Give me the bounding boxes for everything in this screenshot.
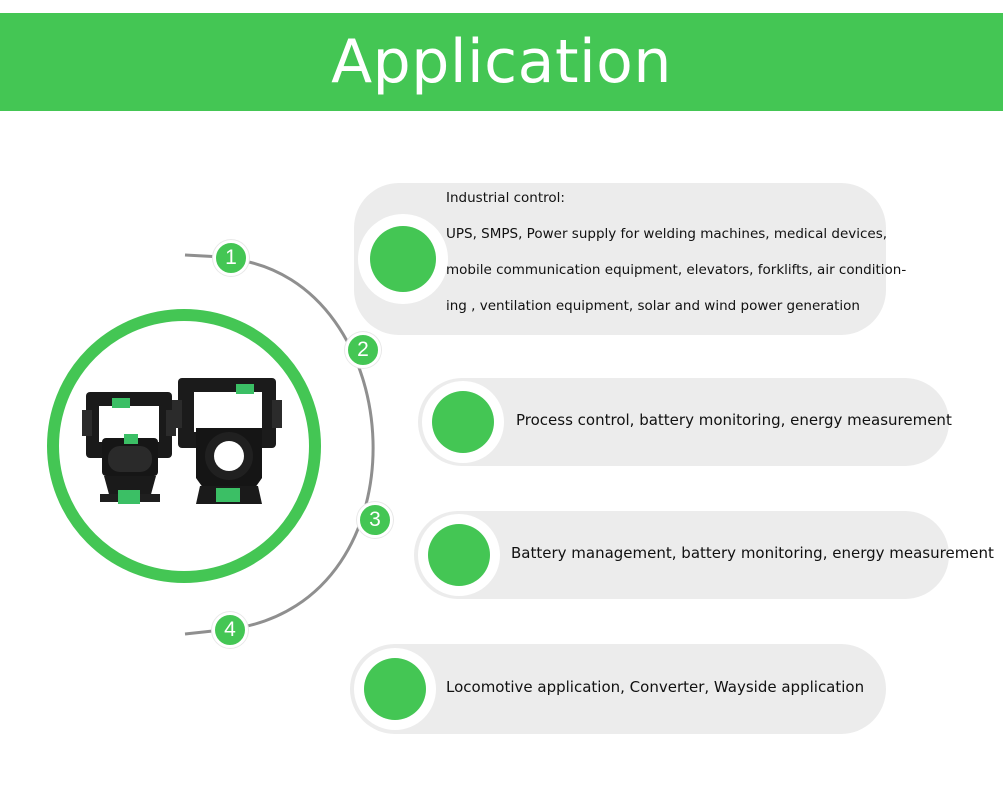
item-1-line-4: ing , ventilation equipment, solar and w… — [446, 298, 860, 314]
item-1-line-1: Industrial control: — [446, 190, 565, 206]
item-4-text: Locomotive application, Converter, Waysi… — [446, 678, 865, 696]
application-item-4: Locomotive application, Converter, Waysi… — [350, 644, 886, 734]
current-sensor-product-photo — [82, 378, 282, 504]
terminal-block-left-top — [112, 398, 130, 408]
timeline-arc — [231, 257, 375, 631]
step-2-badge: 2 — [345, 332, 381, 368]
page-title: Application — [331, 27, 672, 97]
step-1-badge: 1 — [213, 240, 249, 276]
step-3-badge: 3 — [357, 502, 393, 538]
terminal-block-left-bottom — [118, 490, 140, 504]
bullet-dot — [432, 391, 494, 453]
item-1-line-2: UPS, SMPS, Power supply for welding mach… — [446, 226, 888, 242]
step-4-badge: 4 — [212, 612, 248, 648]
item-1-line-3: mobile communication equipment, elevator… — [446, 262, 907, 278]
item-3-text: Battery management, battery monitoring, … — [511, 544, 994, 562]
application-item-2: Process control, battery monitoring, ene… — [418, 378, 952, 466]
bullet-dot — [364, 658, 426, 720]
bullet-dot — [428, 524, 490, 586]
terminal-block-right-top — [236, 384, 254, 394]
bullet-dot — [370, 226, 436, 292]
terminal-block-right-bottom — [216, 488, 240, 502]
application-item-3: Battery management, battery monitoring, … — [414, 511, 994, 599]
application-item-1: Industrial control: UPS, SMPS, Power sup… — [354, 183, 906, 335]
title-banner: Application — [0, 13, 1003, 111]
item-2-text: Process control, battery monitoring, ene… — [516, 411, 952, 429]
